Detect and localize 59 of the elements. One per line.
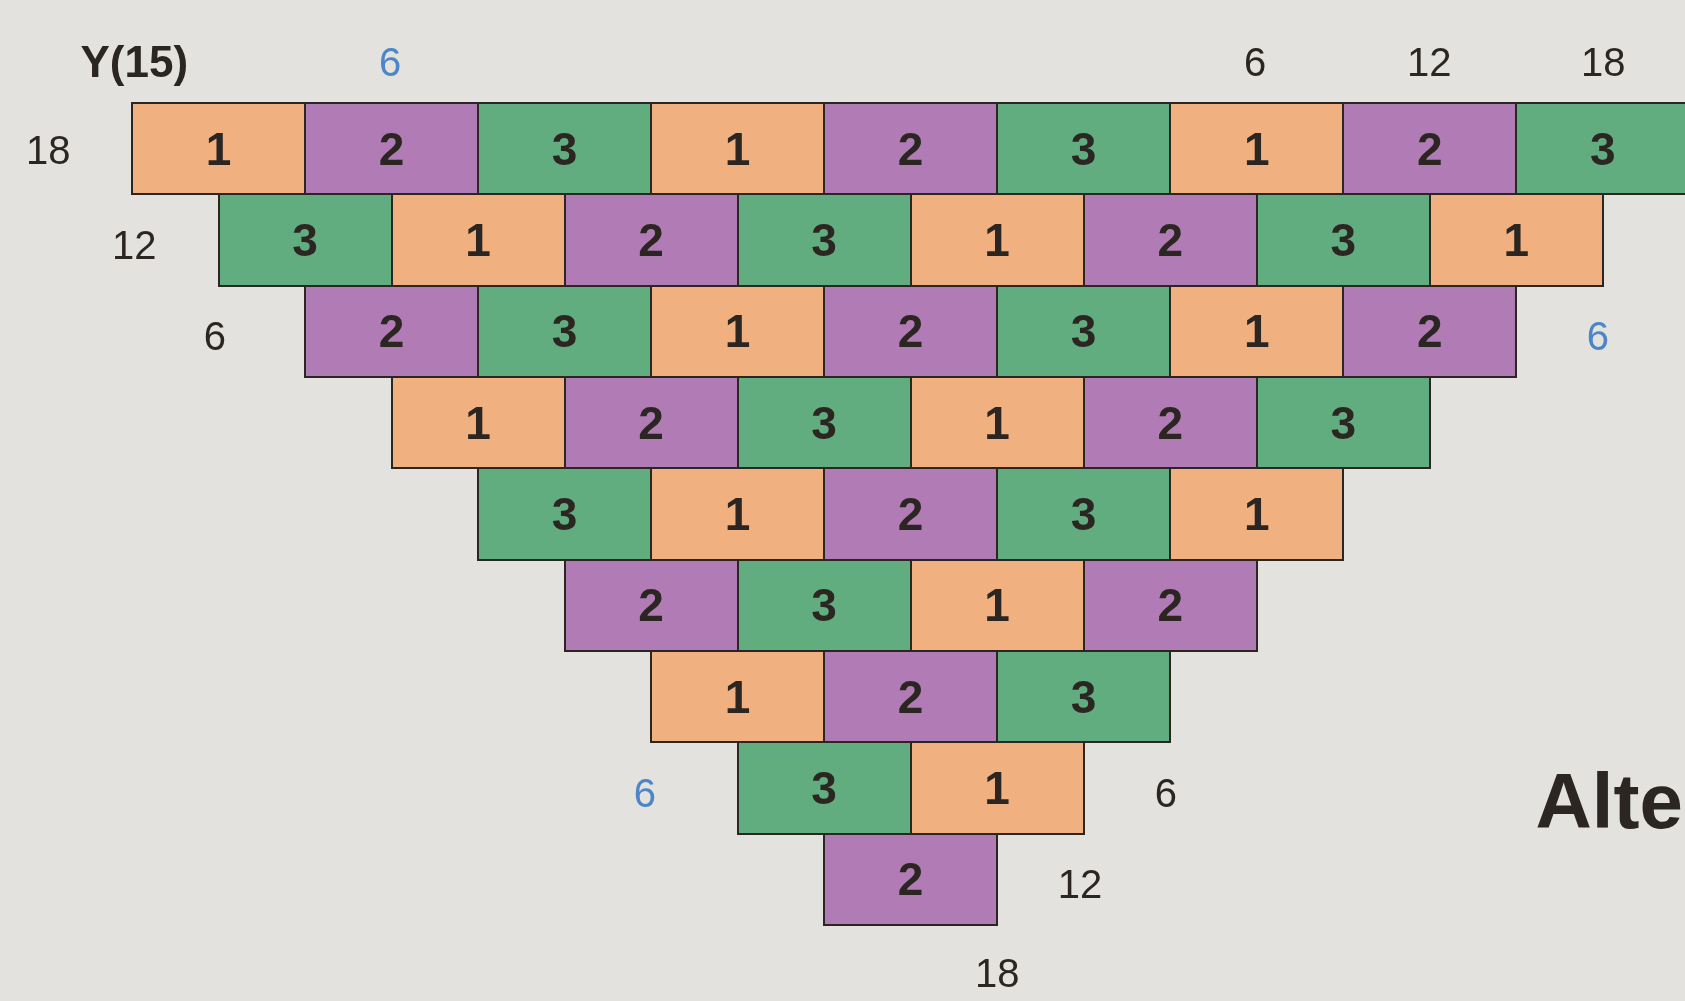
color-block: 2 xyxy=(1082,558,1258,653)
count-label: 18 xyxy=(1581,39,1626,85)
color-block: 3 xyxy=(217,193,393,287)
color-block: 2 xyxy=(1342,284,1518,379)
color-block: 3 xyxy=(736,558,912,653)
color-block: 2 xyxy=(563,193,739,287)
color-block: 2 xyxy=(304,102,480,196)
color-block: 1 xyxy=(650,102,826,196)
color-block: 3 xyxy=(736,376,912,470)
color-block: 3 xyxy=(1515,102,1685,196)
count-label: 6 xyxy=(1244,39,1267,85)
color-block: 1 xyxy=(1428,193,1604,287)
count-label: 18 xyxy=(975,950,1020,995)
color-block: 2 xyxy=(1082,193,1258,287)
color-block: 1 xyxy=(131,102,307,196)
color-block: 2 xyxy=(823,650,999,744)
color-block: 1 xyxy=(909,193,1085,287)
color-block: 2 xyxy=(304,284,480,379)
count-label: 6 xyxy=(203,313,227,359)
color-block: 1 xyxy=(390,376,566,470)
count-label: 6 xyxy=(1586,313,1610,359)
color-block: 3 xyxy=(736,193,912,287)
color-block: 3 xyxy=(477,284,653,379)
heading-text: Alte xyxy=(1535,755,1683,847)
color-block: 3 xyxy=(736,741,912,835)
color-block: 1 xyxy=(909,558,1085,653)
color-block: 1 xyxy=(650,650,826,744)
count-label: 12 xyxy=(1407,39,1452,85)
count-label: 12 xyxy=(112,222,157,268)
color-block: 2 xyxy=(823,467,999,561)
color-block: 3 xyxy=(477,467,653,561)
pattern-title: Y(15) xyxy=(80,37,189,88)
color-block: 1 xyxy=(650,467,826,561)
count-label: 6 xyxy=(633,770,656,816)
color-block: 1 xyxy=(909,741,1085,835)
color-block: 2 xyxy=(1342,102,1518,196)
color-block: 1 xyxy=(909,376,1085,470)
color-block: 2 xyxy=(823,284,999,379)
color-block: 2 xyxy=(823,832,999,927)
count-label: 12 xyxy=(1057,861,1103,907)
color-block: 3 xyxy=(1255,376,1431,470)
color-block: 2 xyxy=(563,558,739,653)
color-block: 1 xyxy=(390,193,566,287)
color-block: 3 xyxy=(996,102,1172,196)
color-block: 2 xyxy=(823,102,999,196)
color-block: 1 xyxy=(1169,284,1345,379)
color-block: 1 xyxy=(1169,467,1345,561)
color-block: 3 xyxy=(1255,193,1431,287)
count-label: 6 xyxy=(1154,770,1178,816)
color-block: 3 xyxy=(996,650,1172,744)
color-block: 1 xyxy=(1169,102,1345,196)
color-block: 2 xyxy=(563,376,739,470)
color-block: 3 xyxy=(996,467,1172,561)
color-block: 3 xyxy=(477,102,653,196)
count-label: 6 xyxy=(378,39,402,85)
color-block: 3 xyxy=(996,284,1172,379)
color-block: 1 xyxy=(650,284,826,379)
count-label: 18 xyxy=(26,127,71,173)
color-block: 2 xyxy=(1082,376,1258,470)
